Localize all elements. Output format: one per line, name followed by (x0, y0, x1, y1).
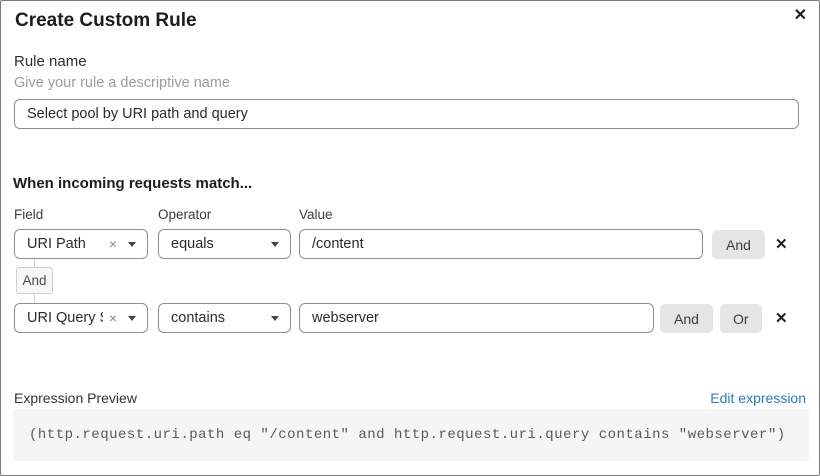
field-select-row2-value: URI Query St... (27, 310, 103, 326)
connector-line-top (34, 259, 35, 267)
field-column-label: Field (14, 207, 44, 222)
remove-condition-icon-row2[interactable]: ✕ (775, 310, 788, 327)
operator-select-row2[interactable]: contains (158, 303, 291, 333)
remove-condition-icon-row1[interactable]: ✕ (775, 236, 788, 253)
chevron-down-icon (128, 241, 136, 247)
chevron-down-icon (271, 315, 279, 321)
chevron-down-icon (271, 241, 279, 247)
value-input-row1[interactable] (299, 229, 703, 259)
field-select-row2[interactable]: URI Query St... × (14, 303, 148, 333)
operator-column-label: Operator (158, 207, 212, 222)
rule-name-helper: Give your rule a descriptive name (14, 75, 230, 91)
operator-select-row2-value: contains (171, 310, 226, 326)
value-input-row2[interactable] (299, 303, 654, 333)
rule-name-input[interactable] (14, 99, 799, 129)
chevron-down-icon (128, 315, 136, 321)
and-button-row2[interactable]: And (660, 304, 713, 333)
close-icon[interactable]: ✕ (793, 7, 807, 24)
dialog-title: Create Custom Rule (15, 10, 197, 31)
and-connector-badge: And (16, 267, 53, 294)
edit-expression-link[interactable]: Edit expression (710, 390, 806, 406)
field-select-row1[interactable]: URI Path × (14, 229, 148, 259)
expression-preview-label: Expression Preview (14, 390, 137, 406)
match-heading: When incoming requests match... (13, 175, 253, 192)
operator-select-row1[interactable]: equals (158, 229, 291, 259)
or-button-row2[interactable]: Or (720, 304, 762, 333)
clear-icon[interactable]: × (108, 310, 117, 326)
and-button-row1[interactable]: And (712, 230, 765, 259)
connector-line-bottom (34, 294, 35, 303)
rule-name-label: Rule name (14, 53, 87, 70)
expression-code: (http.request.uri.path eq "/content" and… (13, 409, 809, 461)
clear-icon[interactable]: × (108, 236, 117, 252)
operator-select-row1-value: equals (171, 236, 214, 252)
value-column-label: Value (299, 207, 333, 222)
field-select-row1-value: URI Path (27, 236, 86, 252)
